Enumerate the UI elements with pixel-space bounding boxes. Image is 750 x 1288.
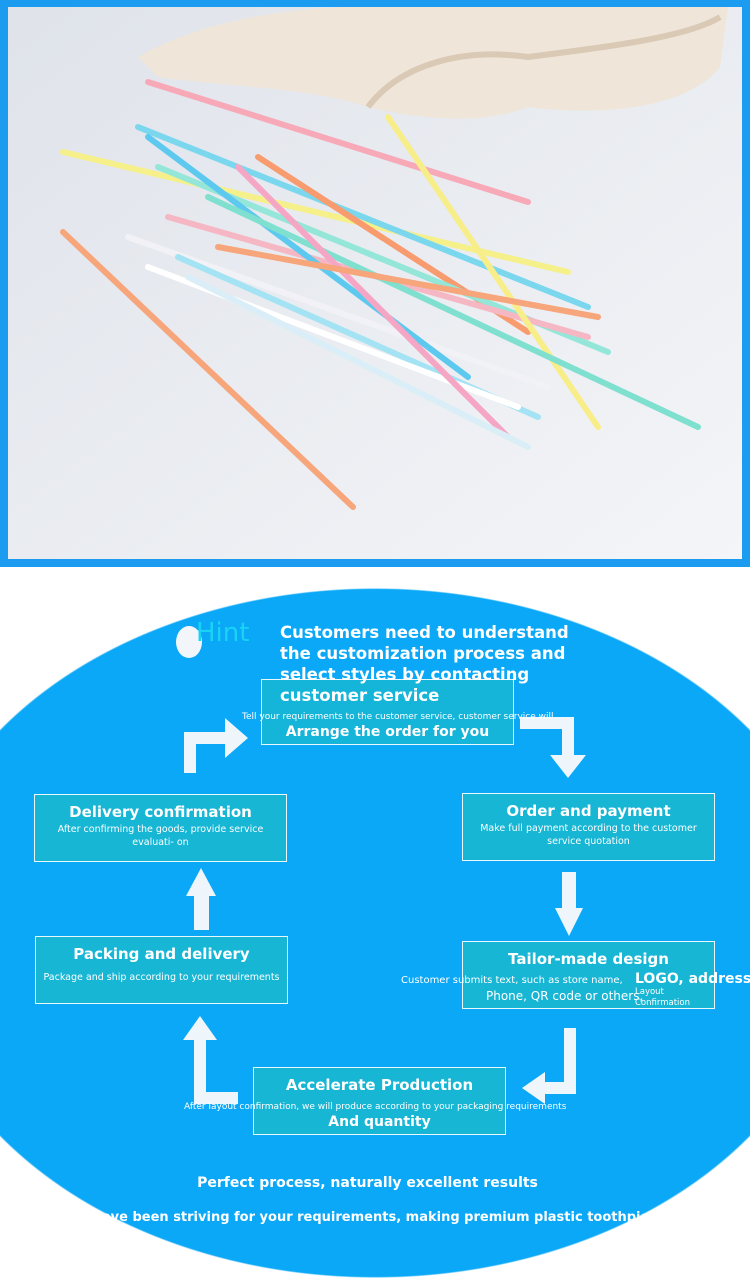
step-title: Packing and delivery: [73, 945, 250, 963]
toothpicks-image: [8, 7, 742, 559]
step-tailor-made-design: Tailor-made design: [462, 941, 715, 1009]
step-packing-delivery: Packing and delivery Package and ship ac…: [35, 936, 288, 1004]
toothpick: [205, 194, 701, 430]
step-desc: Make full payment according to the custo…: [480, 823, 697, 847]
step-title: Tailor-made design: [508, 950, 669, 968]
step-arrange-order: Arrange the order for you: [261, 679, 514, 745]
step-desc: After confirming the goods, provide serv…: [57, 824, 264, 848]
step-title-2: And quantity: [328, 1114, 431, 1130]
toothpick: [145, 134, 471, 380]
step-desc: Tell your requirements to the customer s…: [242, 712, 554, 722]
toothpick: [60, 149, 571, 275]
toothpick: [185, 274, 531, 450]
hint-label: Hint: [196, 618, 250, 648]
step-desc: Package and ship according to your requi…: [43, 972, 280, 983]
arrow-up-icon: [183, 1016, 217, 1040]
arrow-up-icon: [186, 868, 216, 896]
toothpick: [385, 114, 601, 430]
step-accelerate-production: Accelerate Production And quantity: [253, 1067, 506, 1135]
step-desc: Customer submits text, such as store nam…: [401, 975, 623, 986]
toothpick: [135, 124, 591, 310]
step-title: Order and payment: [506, 802, 671, 820]
step-desc-line2: Phone, QR code or others,: [486, 989, 644, 1003]
step-desc-highlight: LOGO, address: [635, 971, 750, 987]
step-desc: After layout confirmation, we will produ…: [184, 1102, 567, 1112]
step-title: Arrange the order for you: [285, 724, 490, 740]
toothpick: [125, 234, 551, 390]
arrow-right-icon: [225, 718, 248, 758]
hint-bubble-icon: [176, 626, 202, 658]
product-photo: [0, 0, 750, 567]
arrow-down-icon: [555, 908, 583, 936]
toothpick: [145, 79, 531, 205]
toothpick: [235, 164, 511, 440]
step-title: Accelerate Production: [285, 1076, 474, 1094]
step-order-payment: Order and payment Make full payment acco…: [462, 793, 715, 861]
step-desc-note: Layout Confirmation: [635, 987, 690, 1008]
step-delivery-confirmation: Delivery confirmation After confirming t…: [34, 794, 287, 862]
hint-text: Customers need to understand the customi…: [280, 623, 569, 705]
toothpick: [215, 244, 601, 320]
arrow-left-icon: [522, 1072, 545, 1104]
footer-tagline: We have been striving for your requireme…: [65, 1210, 665, 1225]
toothpick: [60, 229, 356, 510]
arrow-down-icon: [550, 755, 586, 778]
footer-slogan: Perfect process, naturally excellent res…: [197, 1175, 538, 1191]
step-title: Delivery confirmation: [69, 803, 252, 821]
